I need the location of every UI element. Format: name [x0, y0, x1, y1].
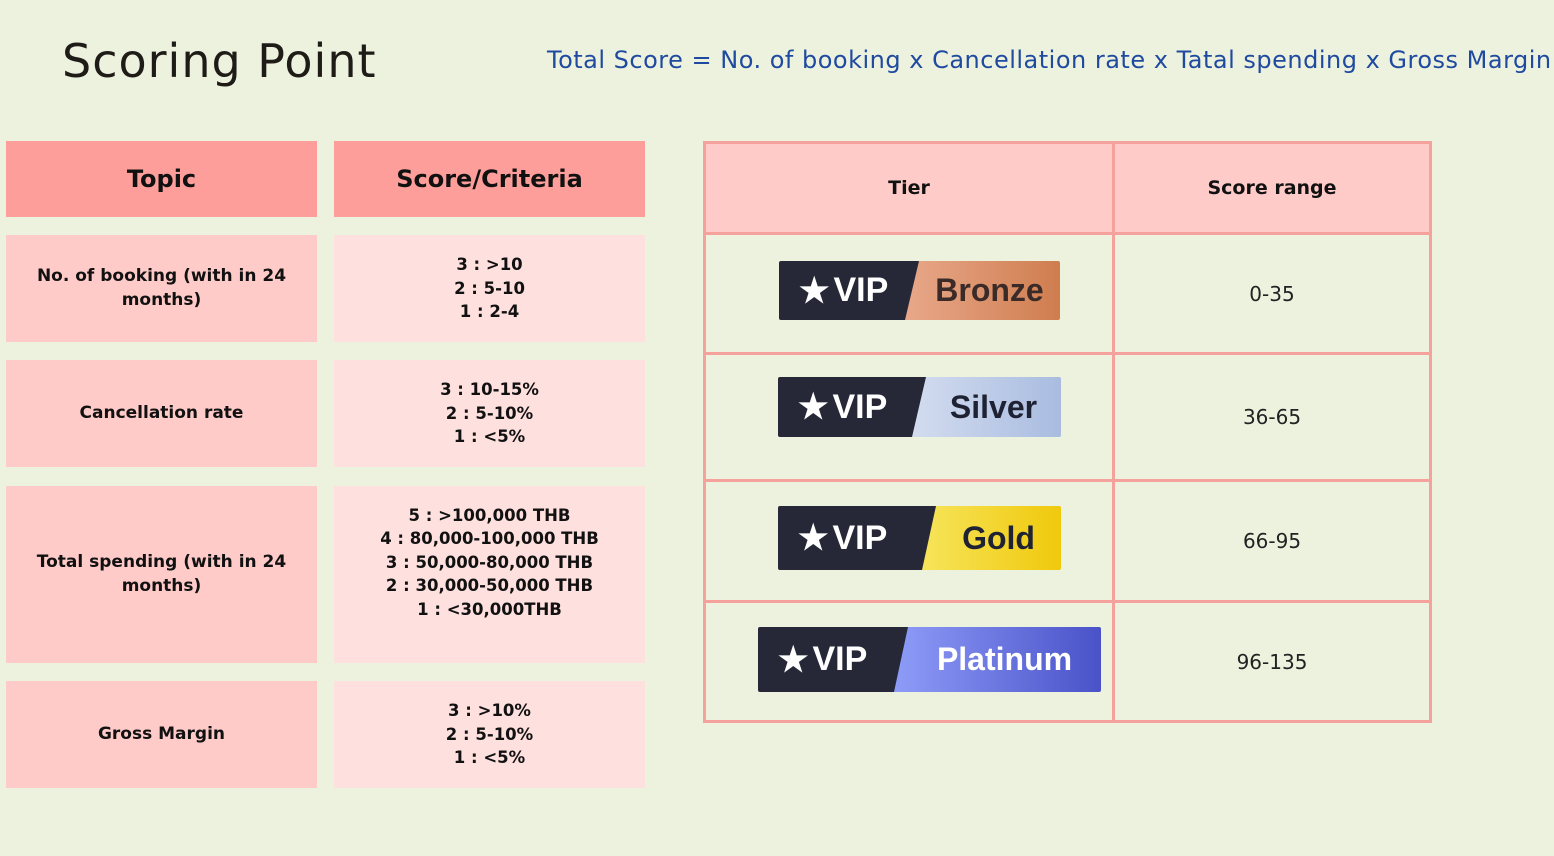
- topic-gross-margin: Gross Margin: [6, 681, 317, 788]
- vip-platinum-badge: ★ VIP Platinum: [758, 627, 1101, 692]
- topic-cancellation: Cancellation rate: [6, 360, 317, 467]
- criteria-line: 3 : >10%: [448, 701, 531, 721]
- criteria-line: 2 : 5-10: [454, 278, 525, 298]
- criteria-line: 1 : <5%: [453, 748, 526, 768]
- criteria-line: 2 : 5-10%: [445, 724, 534, 744]
- star-icon: ★: [798, 519, 829, 557]
- badge-tier: Silver: [912, 377, 1061, 437]
- page-title: Scoring Point: [62, 34, 377, 88]
- badge-tier: Platinum: [894, 627, 1101, 692]
- badge-prefix: VIP: [833, 271, 889, 309]
- badge-tier-label: Bronze: [935, 272, 1044, 308]
- row-divider: [706, 352, 1429, 355]
- criteria-cancellation: 3 : 10-15% 2 : 5-10% 1 : <5%: [334, 360, 645, 467]
- badge-tier: Gold: [922, 506, 1061, 570]
- badge-prefix: VIP: [832, 518, 888, 557]
- criteria-line: 4 : 80,000-100,000 THB: [380, 529, 599, 549]
- score-range-header: Score range: [1115, 144, 1429, 232]
- topic-spending: Total spending (with in 24 months): [6, 486, 317, 663]
- score-formula: Total Score = No. of booking x Cancellat…: [547, 46, 1552, 74]
- badge-tier-label: Gold: [962, 519, 1035, 556]
- score-range-silver: 36-65: [1242, 405, 1302, 429]
- score-range-gold: 66-95: [1242, 529, 1302, 553]
- column-divider: [1112, 144, 1115, 720]
- criteria-spending: 5 : >100,000 THB 4 : 80,000-100,000 THB …: [334, 486, 645, 663]
- badge-tier: Bronze: [905, 261, 1060, 320]
- score-range-bronze: 0-35: [1249, 281, 1295, 306]
- criteria-line: 2 : 5-10%: [445, 403, 534, 423]
- row-divider: [706, 479, 1429, 482]
- star-icon: ★: [799, 271, 830, 310]
- criteria-line: 2 : 30,000-50,000 THB: [385, 576, 594, 596]
- row-divider: [706, 600, 1429, 603]
- tier-table: Tier Score range ★ VIP Bronze 0-35 ★ VIP…: [703, 141, 1432, 723]
- criteria-header: Score/Criteria: [334, 141, 645, 217]
- badge-tier-label: Silver: [949, 388, 1038, 425]
- vip-bronze-badge: ★ VIP Bronze: [779, 261, 1060, 320]
- criteria-line: 1 : <5%: [453, 427, 526, 447]
- criteria-bookings: 3 : >10 2 : 5-10 1 : 2-4: [334, 235, 645, 342]
- criteria-line: 1 : 2-4: [459, 302, 520, 322]
- criteria-line: 3 : 10-15%: [440, 380, 539, 400]
- criteria-line: 3 : >10: [456, 255, 523, 275]
- badge-prefix: VIP: [832, 387, 888, 426]
- badge-tier-label: Platinum: [936, 641, 1073, 677]
- criteria-gross-margin: 3 : >10% 2 : 5-10% 1 : <5%: [334, 681, 645, 788]
- topic-bookings: No. of booking (with in 24 months): [6, 235, 317, 342]
- badge-prefix: VIP: [812, 640, 868, 678]
- star-icon: ★: [798, 388, 829, 426]
- row-divider: [706, 232, 1429, 235]
- criteria-line: 1 : <30,000THB: [417, 599, 562, 619]
- criteria-line: 5 : >100,000 THB: [408, 506, 571, 525]
- topic-header: Topic: [6, 141, 317, 217]
- tier-header: Tier: [706, 144, 1112, 232]
- vip-silver-badge: ★ VIP Silver: [778, 377, 1061, 437]
- vip-gold-badge: ★ VIP Gold: [778, 506, 1061, 570]
- criteria-line: 3 : 50,000-80,000 THB: [385, 552, 594, 572]
- score-range-platinum: 96-135: [1236, 649, 1308, 674]
- star-icon: ★: [778, 640, 809, 679]
